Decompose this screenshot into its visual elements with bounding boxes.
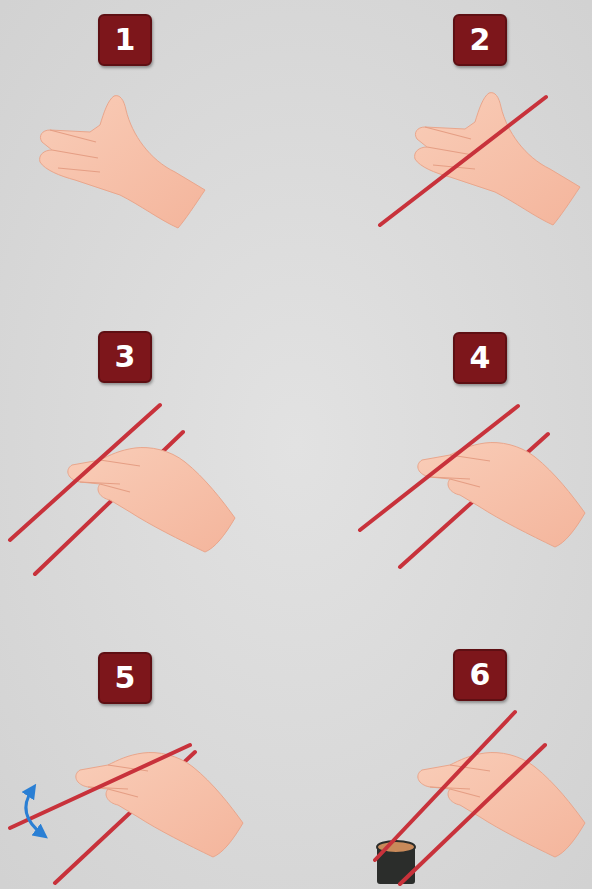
- step-number: 5: [115, 663, 136, 693]
- open-hand: [415, 93, 580, 225]
- step-badge: 1: [98, 14, 152, 66]
- step-number: 3: [115, 342, 136, 372]
- step-number: 6: [470, 660, 491, 690]
- chopstick: [375, 712, 515, 860]
- step-number: 2: [470, 25, 491, 55]
- holding-hand: [76, 753, 243, 857]
- chopstick: [360, 406, 518, 530]
- chopstick: [400, 745, 545, 884]
- step-number: 4: [470, 343, 491, 373]
- step-badge: 2: [453, 14, 507, 66]
- open-hand: [40, 96, 205, 228]
- step-badge: 5: [98, 652, 152, 704]
- chopstick: [380, 97, 546, 225]
- motion-arrow: [26, 790, 42, 834]
- step-badge: 6: [453, 649, 507, 701]
- step-badge: 3: [98, 331, 152, 383]
- holding-hand: [418, 443, 585, 547]
- chopstick: [10, 745, 190, 828]
- step-badge: 4: [453, 332, 507, 384]
- step-number: 1: [115, 25, 136, 55]
- chopstick: [10, 405, 160, 540]
